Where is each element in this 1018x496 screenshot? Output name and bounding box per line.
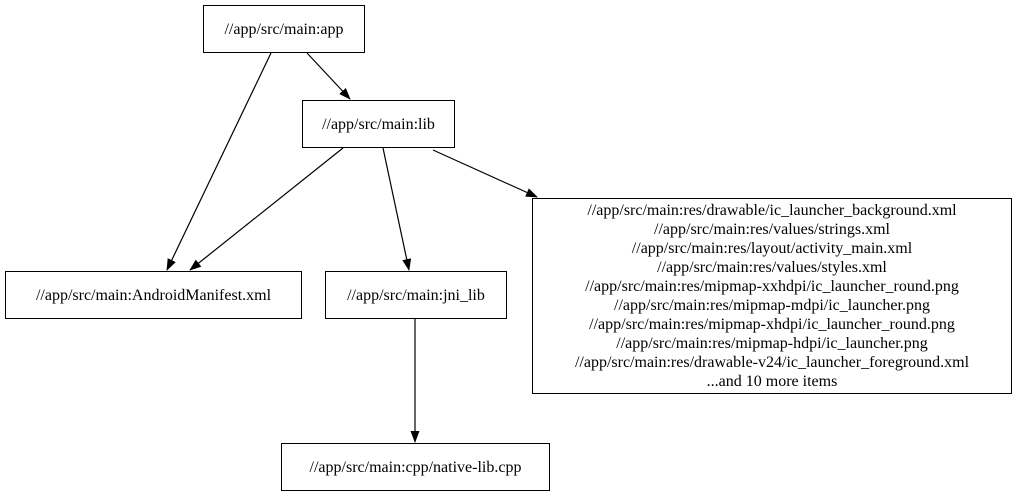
node-label-line: //app/src/main:jni_lib — [347, 286, 485, 304]
edge-lib-to-res-group — [432, 149, 538, 198]
graph-node-lib: //app/src/main:lib — [302, 100, 455, 148]
node-label-line: //app/src/main:res/values/styles.xml — [657, 259, 887, 276]
node-label-line: ...and 10 more items — [706, 373, 838, 390]
node-label-line: //app/src/main:cpp/native-lib.cpp — [309, 458, 522, 476]
node-label-line: //app/src/main:res/mipmap-xhdpi/ic_launc… — [589, 316, 955, 333]
edge-lib-to-android-manifest — [189, 147, 344, 271]
edge-app-to-lib — [306, 52, 351, 100]
graph-node-jni-lib: //app/src/main:jni_lib — [325, 271, 507, 319]
graph-node-app: //app/src/main:app — [203, 5, 365, 53]
node-label-line: //app/src/main:AndroidManifest.xml — [35, 286, 272, 304]
edge-lib-to-jni-lib — [382, 147, 412, 271]
node-label-line: //app/src/main:app — [224, 20, 344, 38]
node-label-line: //app/src/main:res/layout/activity_main.… — [631, 240, 913, 257]
edge-app-to-android-manifest — [166, 52, 272, 271]
node-label-line: //app/src/main:res/drawable/ic_launcher_… — [587, 202, 957, 219]
node-label-line: //app/src/main:res/values/strings.xml — [654, 221, 890, 238]
node-label-line: //app/src/main:res/mipmap-hdpi/ic_launch… — [616, 335, 928, 352]
graph-node-res-group: //app/src/main:res/drawable/ic_launcher_… — [532, 198, 1012, 394]
node-label-line: //app/src/main:lib — [322, 115, 435, 133]
node-label-line: //app/src/main:res/mipmap-xxhdpi/ic_laun… — [585, 278, 959, 295]
node-label-line: //app/src/main:res/mipmap-mdpi/ic_launch… — [614, 297, 930, 314]
graph-node-android-manifest: //app/src/main:AndroidManifest.xml — [5, 271, 302, 319]
node-label-line: //app/src/main:res/drawable-v24/ic_launc… — [574, 354, 970, 371]
graph-node-native-lib-cpp: //app/src/main:cpp/native-lib.cpp — [281, 443, 550, 491]
